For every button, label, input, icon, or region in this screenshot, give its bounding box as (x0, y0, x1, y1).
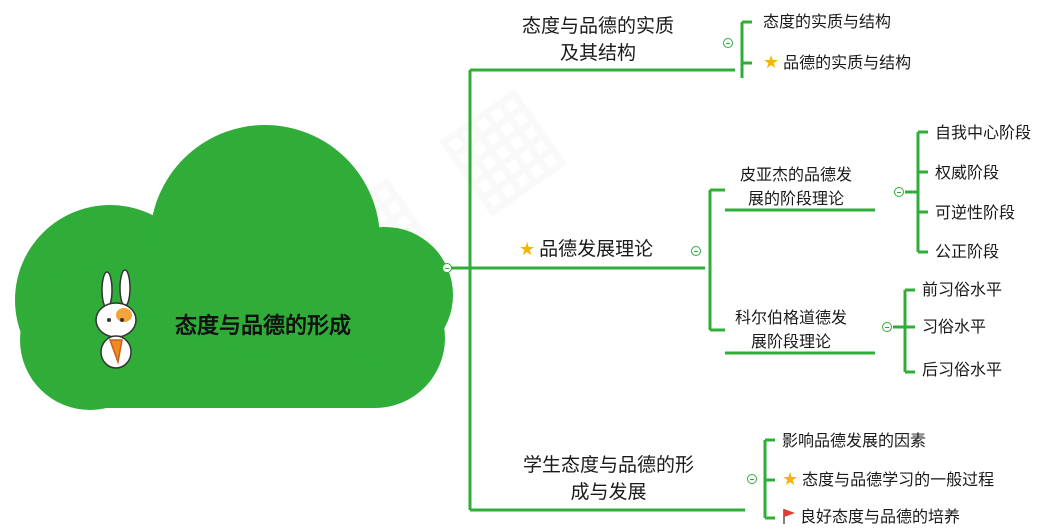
root-topic-label: 态度与品德的形成 (175, 314, 352, 339)
connectors (440, 20, 928, 520)
star-icon: ★ (519, 239, 536, 260)
leaf-label: 前习俗水平 (922, 280, 1003, 299)
root-collapse-toggle[interactable] (442, 263, 452, 273)
branch-label-line-2: 成与发展 (570, 481, 647, 503)
leaf-preconventional-level[interactable]: 前习俗水平 (922, 280, 1002, 300)
leaf-label: 后习俗水平 (922, 360, 1003, 379)
branch-label-line-1: 学生态度与品德的形 (523, 454, 695, 476)
leaf-label: 公正阶段 (935, 242, 1000, 261)
subbranch-label-line-2: 展的阶段理论 (748, 189, 845, 208)
red-flag-icon (783, 509, 795, 524)
branch-node-student-attitude-formation[interactable]: 学生态度与品德的形 成与发展 (523, 452, 694, 506)
root-cloud-shape (15, 125, 453, 410)
branch-node-attitude-essence[interactable]: 态度与品德的实质 及其结构 (522, 13, 674, 67)
kohlberg-collapse-toggle[interactable] (882, 322, 892, 332)
leaf-good-attitude-cultivation[interactable]: 良好态度与品德的培养 (782, 507, 960, 527)
leaf-authority-stage[interactable]: 权威阶段 (935, 163, 999, 183)
subbranch-label-line-2: 展阶段理论 (751, 332, 832, 351)
subbranch-label-line-1: 科尔伯格道德发 (735, 308, 848, 327)
leaf-reversibility-stage[interactable]: 可逆性阶段 (935, 203, 1015, 223)
branch1-collapse-toggle[interactable] (723, 38, 733, 48)
branch-label: 品德发展理论 (539, 238, 654, 260)
subbranch-piaget[interactable]: 皮亚杰的品德发 展的阶段理论 (740, 163, 852, 211)
subbranch-label-line-1: 皮亚杰的品德发 (740, 165, 853, 184)
leaf-label: 良好态度与品德的培养 (800, 507, 961, 526)
leaf-label: 态度的实质与结构 (763, 12, 892, 31)
leaf-label: 习俗水平 (922, 317, 987, 336)
leaf-label: 权威阶段 (935, 163, 1000, 182)
leaf-label: 态度与品德学习的一般过程 (802, 470, 995, 489)
subbranch-kohlberg[interactable]: 科尔伯格道德发 展阶段理论 (735, 306, 847, 354)
branch3-collapse-toggle[interactable] (747, 474, 757, 484)
leaf-attitude-essence-structure[interactable]: 态度的实质与结构 (763, 12, 891, 32)
star-icon: ★ (763, 52, 780, 73)
leaf-label: 品德的实质与结构 (783, 53, 912, 72)
branch-label-line-1: 态度与品德的实质 (522, 15, 675, 37)
leaf-justice-stage[interactable]: 公正阶段 (935, 242, 999, 262)
leaf-egocentric-stage[interactable]: 自我中心阶段 (935, 123, 1031, 143)
branch2-collapse-toggle[interactable] (691, 246, 701, 256)
leaf-postconventional-level[interactable]: 后习俗水平 (922, 360, 1002, 380)
piaget-collapse-toggle[interactable] (894, 187, 904, 197)
leaf-label: 可逆性阶段 (935, 203, 1016, 222)
star-icon: ★ (782, 469, 799, 490)
root-topic[interactable]: 态度与品德的形成 (175, 308, 351, 340)
branch-label-line-2: 及其结构 (560, 42, 637, 64)
leaf-moral-essence-structure[interactable]: ★品德的实质与结构 (763, 53, 911, 73)
leaf-label: 影响品德发展的因素 (782, 431, 927, 450)
leaf-influencing-factors[interactable]: 影响品德发展的因素 (782, 431, 926, 451)
leaf-learning-process[interactable]: ★态度与品德学习的一般过程 (782, 470, 994, 490)
rabbit-mascot-illustration (95, 269, 137, 369)
leaf-label: 自我中心阶段 (935, 123, 1032, 142)
leaf-conventional-level[interactable]: 习俗水平 (922, 317, 986, 337)
branch-node-moral-development-theory[interactable]: ★品德发展理论 (519, 236, 653, 263)
